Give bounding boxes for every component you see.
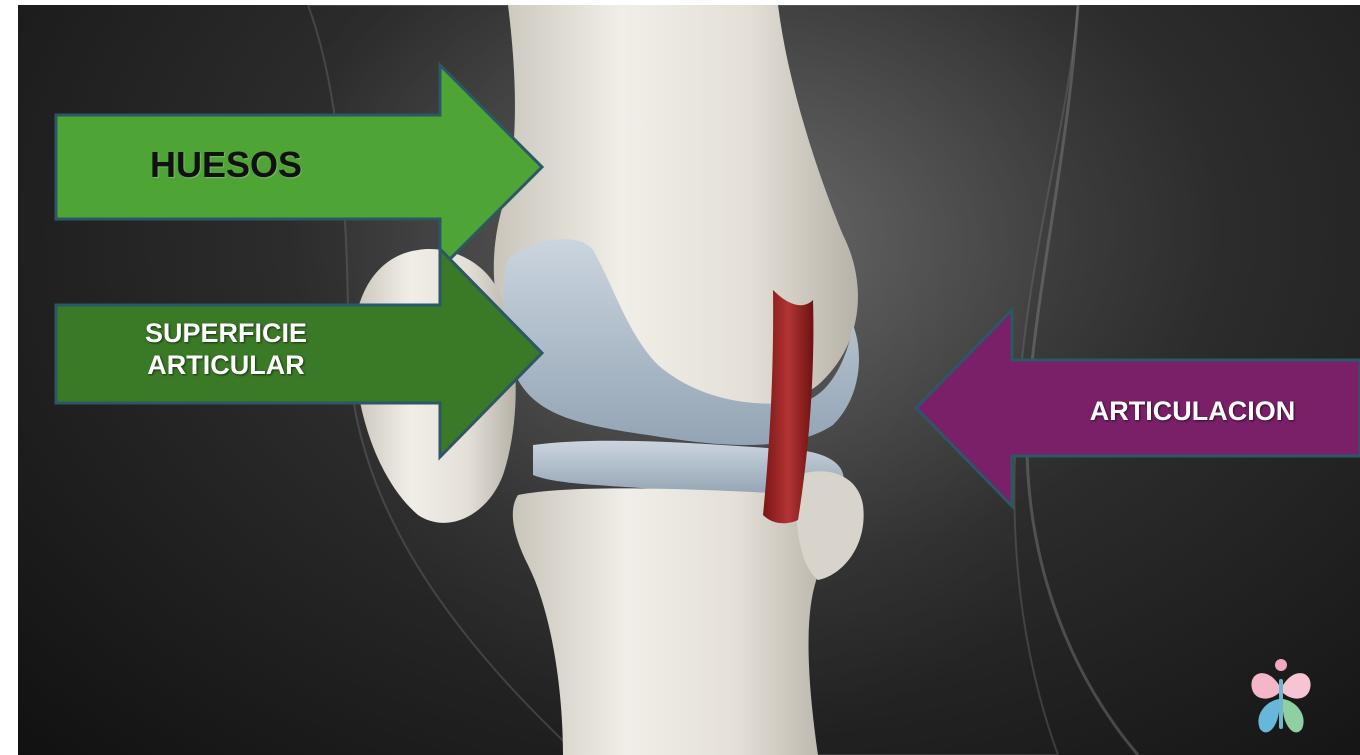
articular-surface-label: SUPERFICIE ARTICULAR [70, 317, 382, 382]
joint-label: ARTICULACION [1040, 395, 1345, 427]
bones-label: HUESOS [76, 143, 376, 186]
knee-anatomy-slide: HUESOS SUPERFICIE ARTICULAR ARTICULACION [18, 5, 1360, 755]
butterfly-logo-icon [1246, 655, 1316, 755]
